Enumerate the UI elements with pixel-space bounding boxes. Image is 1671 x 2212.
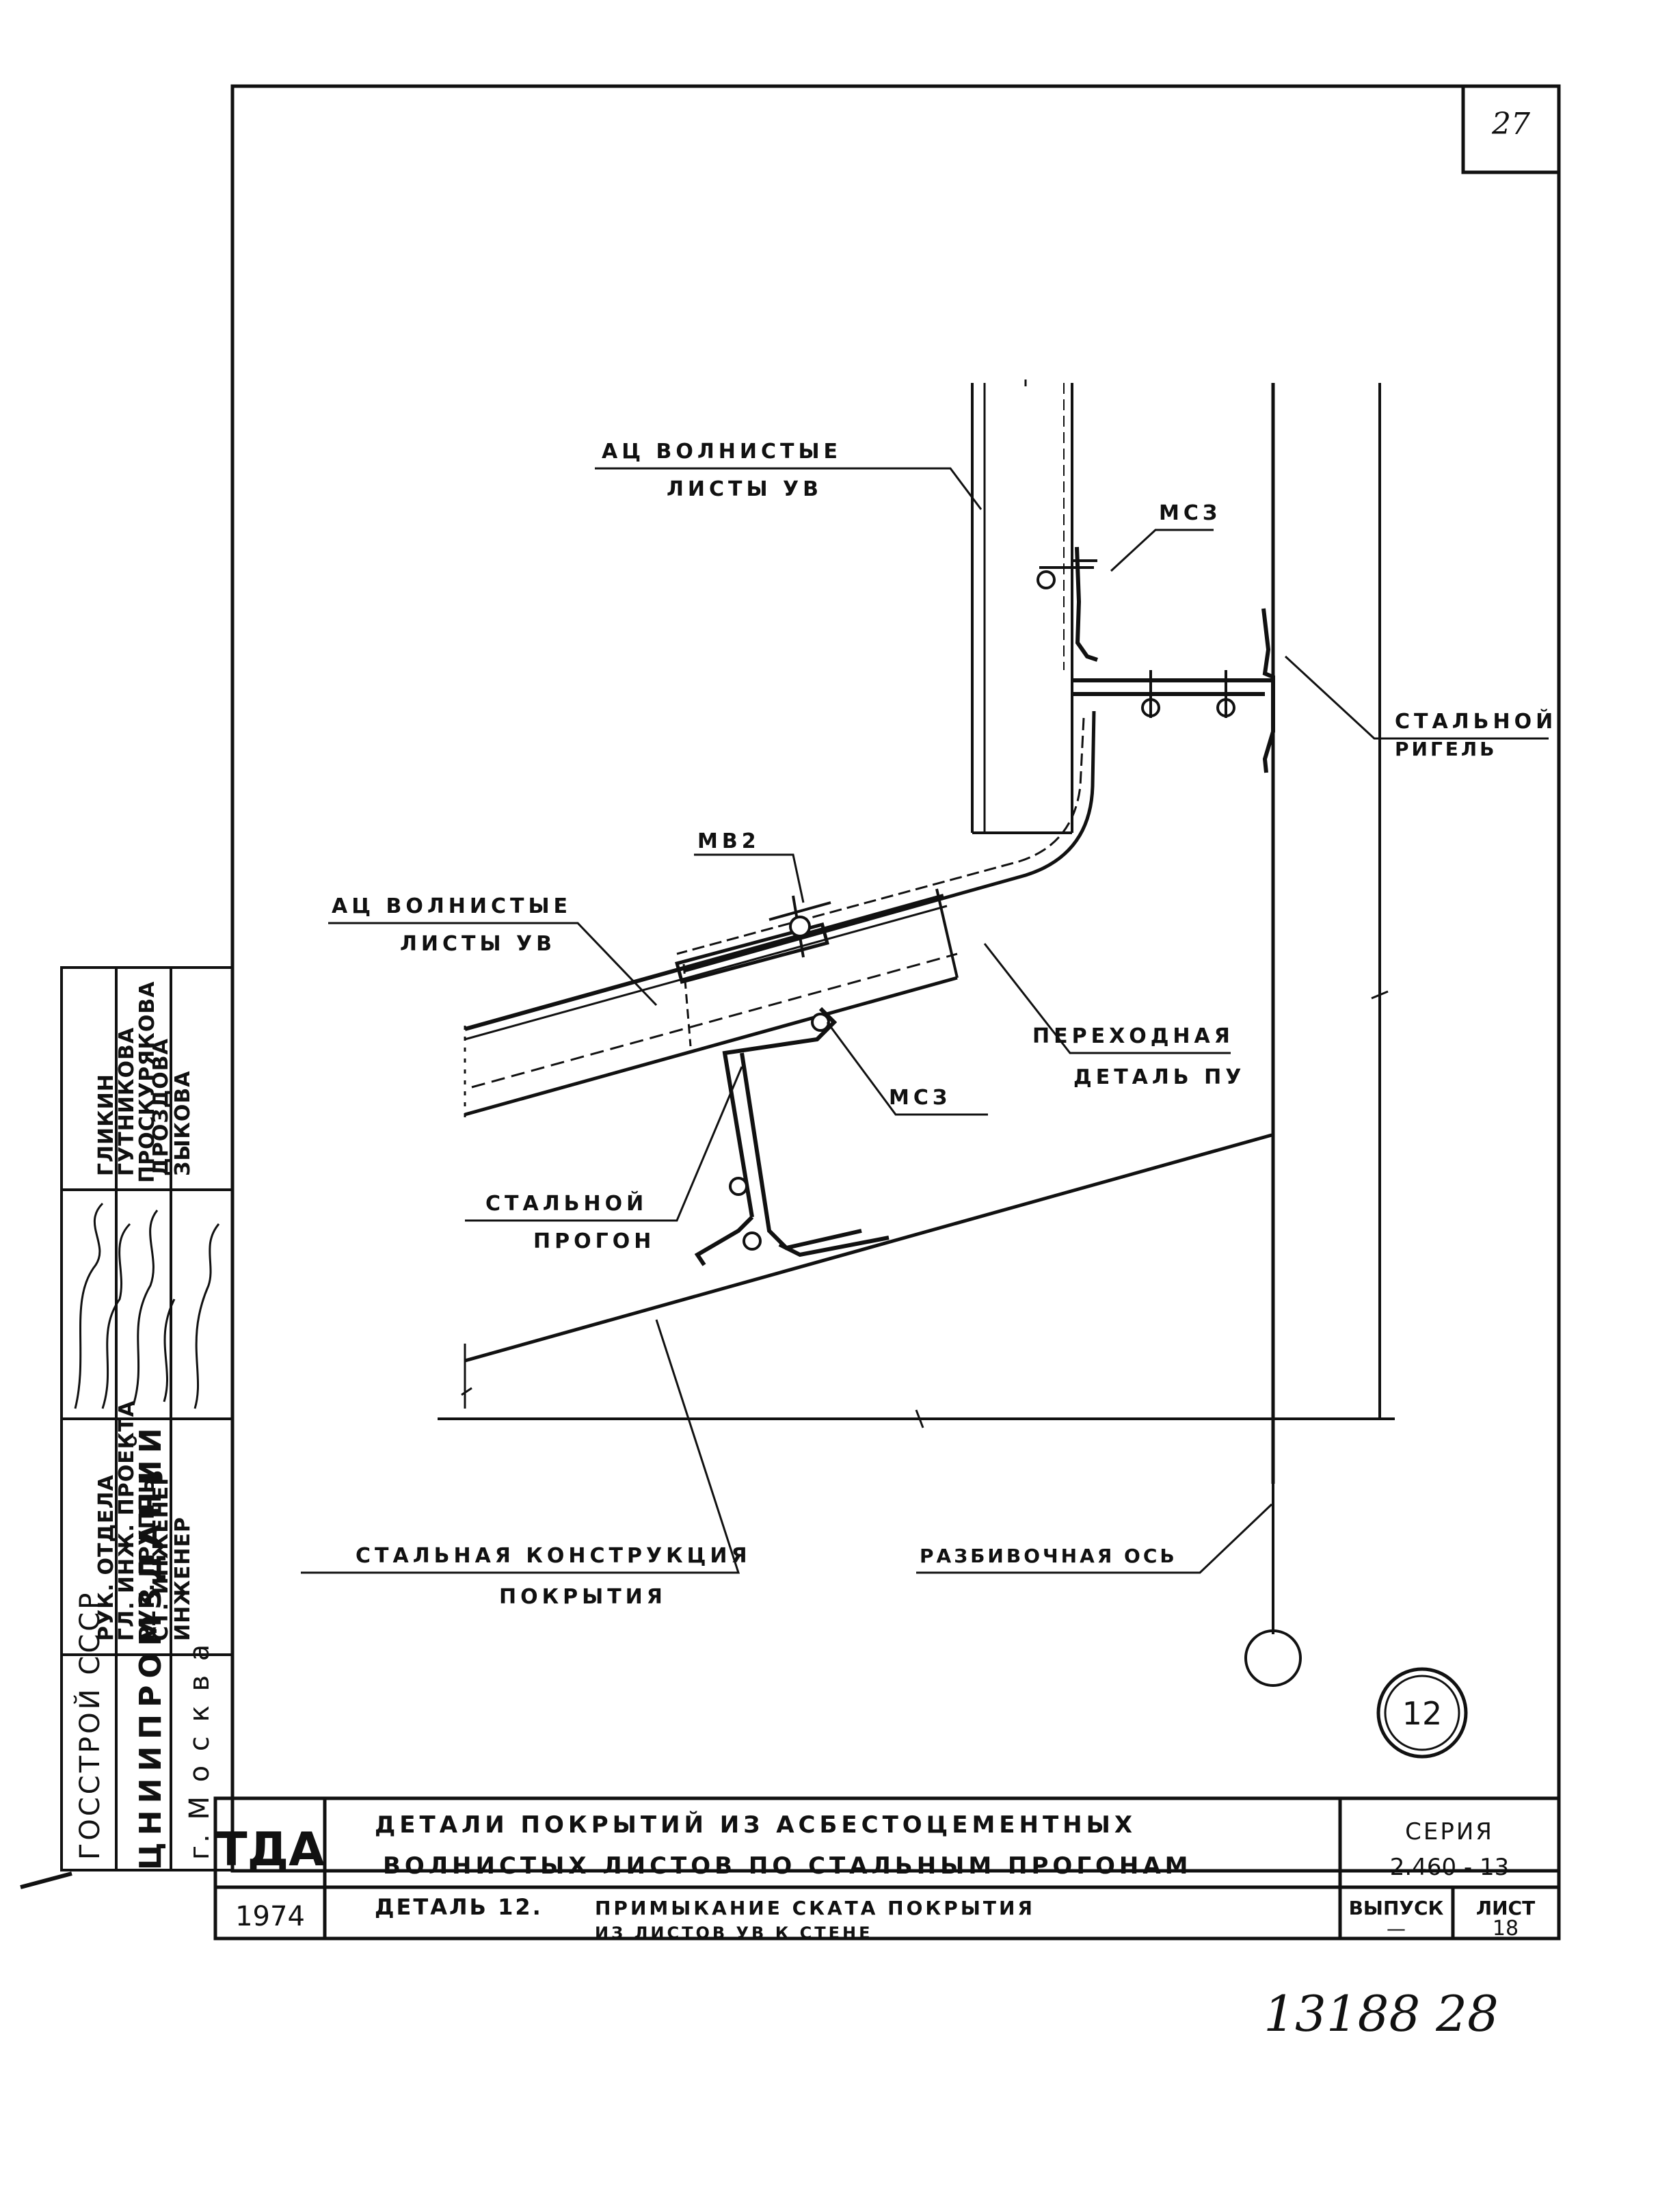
sheet-label: ЛИСТ (1476, 1897, 1535, 1919)
label-top-sheets-2: ЛИСТЫ УВ (667, 477, 823, 501)
title-code: ТДА (215, 1823, 325, 1877)
svg-text:12: 12 (1402, 1695, 1443, 1732)
grid-axis (1244, 1484, 1302, 1687)
label-grid-axis: РАЗБИВОЧНАЯ ОСЬ (920, 1545, 1177, 1567)
archive-number: 13188 28 (1264, 1985, 1499, 2042)
series-label: СЕРИЯ (1405, 1818, 1494, 1845)
title-line-2: ВОЛНИСТЫХ ЛИСТОВ ПО СТАЛЬНЫМ ПРОГОНАМ (383, 1852, 1192, 1880)
leader-lines (301, 467, 1549, 1574)
girt-bolts (1037, 566, 1235, 718)
svg-text:РУК. ГРУППЫ: РУК. ГРУППЫ (135, 1471, 159, 1641)
label-roof-structure-1: СТАЛЬНАЯ КОНСТРУКЦИЯ (356, 1544, 751, 1568)
label-roof-structure-2: ПОКРЫТИЯ (499, 1585, 667, 1609)
label-lower-sheets-2: ЛИСТЫ УВ (400, 932, 556, 956)
detail-line-1: ПРИМЫКАНИЕ СКАТА ПОКРЫТИЯ (595, 1897, 1035, 1919)
detail-label: ДЕТАЛЬ 12. (375, 1894, 543, 1920)
svg-text:ГОССТРОЙ СССР: ГОССТРОЙ СССР (73, 1590, 106, 1860)
title-block: ТДА 1974 ДЕТАЛИ ПОКРЫТИЙ ИЗ АСБЕСТОЦЕМЕН… (213, 1796, 1561, 1943)
label-steel-purlin-1: СТАЛЬНОЙ (485, 1191, 647, 1216)
signatures (74, 1202, 220, 1409)
svg-text:СТ. ИНЖЕНЕР: СТ. ИНЖЕНЕР (149, 1470, 173, 1641)
label-transition-1: ПЕРЕХОДНАЯ (1032, 1024, 1234, 1048)
issue-value: — (1387, 1917, 1406, 1940)
label-mcs-bottom: МСЗ (889, 1086, 951, 1110)
svg-text:ЦНИИПРОМЗДАНИЙ: ЦНИИПРОМЗДАНИЙ (132, 1421, 168, 1870)
detail-number-circle: 12 (1376, 1667, 1468, 1759)
svg-text:РУК. ОТДЕЛА: РУК. ОТДЕЛА (94, 1474, 118, 1641)
roof-structure-slope (438, 1133, 1395, 1428)
issue-label: ВЫПУСК (1349, 1897, 1444, 1919)
mb2-fastener (768, 895, 831, 958)
svg-text:ПРОСКУРЯКОВА: ПРОСКУРЯКОВА (135, 981, 159, 1183)
detail-line-2: ИЗ ЛИСТОВ УВ К СТЕНЕ (595, 1923, 873, 1943)
label-lower-sheets-1: АЦ ВОЛНИСТЫЕ (332, 894, 572, 918)
svg-text:ГУТНИКОВА: ГУТНИКОВА (115, 1027, 139, 1176)
svg-text:ЗЫКОВА: ЗЫКОВА (171, 1070, 195, 1176)
label-transition-2: ДЕТАЛЬ ПУ (1073, 1065, 1245, 1089)
sheet-value: 18 (1493, 1917, 1519, 1941)
side-stamp: ГЛИКИН ГУТНИКОВА ПРОСКУРЯКОВА ДРОЗДОВА З… (20, 966, 234, 1889)
svg-text:ГЛИКИН: ГЛИКИН (94, 1074, 118, 1176)
transition-piece (676, 710, 1096, 973)
label-mb2: МВ2 (697, 829, 760, 853)
label-top-sheets-1: АЦ ВОЛНИСТЫЕ (602, 440, 842, 464)
svg-text:ДРОЗДОВА: ДРОЗДОВА (149, 1038, 173, 1176)
label-steel-girt-1: СТАЛЬНОЙ (1395, 709, 1557, 734)
svg-text:г. М о с к в а: г. М о с к в а (184, 1642, 215, 1860)
svg-text:ИНЖЕНЕР: ИНЖЕНЕР (171, 1517, 195, 1641)
roof-sheets-lower (464, 888, 959, 1121)
title-year: 1974 (235, 1901, 305, 1932)
svg-text:ГЛ. ИНЖ. ПРОЕКТА: ГЛ. ИНЖ. ПРОЕКТА (115, 1400, 139, 1641)
series-value: 2.460 - 13 (1390, 1854, 1509, 1881)
label-mcs-top: МСЗ (1159, 501, 1221, 525)
page-number: 27 (1491, 107, 1530, 142)
drawing-frame (230, 84, 1561, 1873)
steel-girt-profile (1073, 546, 1275, 773)
steel-purlin-profile (694, 1007, 890, 1266)
label-steel-purlin-2: ПРОГОН (533, 1229, 655, 1253)
wall-sheets-upper (971, 379, 1389, 1484)
purlin-bolts (729, 1013, 830, 1251)
label-steel-girt-2: РИГЕЛЬ (1395, 738, 1497, 760)
title-line-1: ДЕТАЛИ ПОКРЫТИЙ ИЗ АСБЕСТОЦЕМЕНТНЫХ (375, 1811, 1136, 1839)
